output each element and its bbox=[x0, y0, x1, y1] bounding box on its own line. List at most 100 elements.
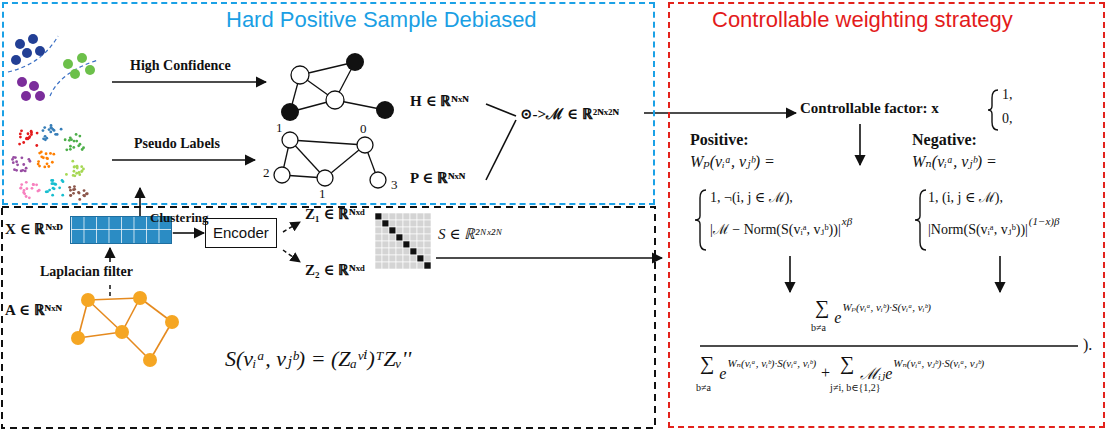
tsne-plot bbox=[11, 124, 89, 201]
similarity-matrix bbox=[382, 220, 389, 227]
formula-brace bbox=[915, 190, 926, 250]
pseudo-label-graph bbox=[274, 167, 290, 183]
tsne-plot bbox=[73, 140, 76, 143]
pseudo-label-graph bbox=[290, 140, 365, 145]
matrix-label: H ∈ ℝᴺˣᴺ bbox=[410, 93, 469, 110]
tsne-plot bbox=[77, 144, 80, 147]
tsne-plot bbox=[78, 171, 81, 174]
dashed-arrow bbox=[283, 222, 300, 232]
similarity-matrix bbox=[424, 234, 431, 241]
tsne-plot bbox=[75, 140, 78, 143]
tsne-plot bbox=[42, 137, 45, 140]
tsne-plot bbox=[35, 183, 38, 186]
formula-heading: Negative: bbox=[912, 131, 977, 149]
cluster-icon bbox=[29, 81, 39, 91]
tsne-plot bbox=[38, 165, 41, 168]
similarity-matrix bbox=[396, 234, 403, 241]
tsne-plot bbox=[82, 194, 85, 197]
tsne-plot bbox=[27, 132, 30, 135]
similarity-matrix bbox=[403, 262, 410, 269]
formula-exponent: xβ bbox=[842, 215, 852, 228]
similarity-matrix bbox=[382, 213, 389, 220]
tsne-plot bbox=[38, 152, 41, 155]
adjacency-graph bbox=[143, 353, 157, 367]
tsne-plot bbox=[35, 144, 38, 147]
tsne-plot bbox=[77, 191, 80, 194]
tsne-plot bbox=[45, 152, 48, 155]
tsne-plot bbox=[80, 165, 83, 168]
similarity-matrix bbox=[410, 234, 417, 241]
formula: + bbox=[821, 364, 830, 382]
similarity-matrix bbox=[389, 255, 396, 262]
tsne-plot bbox=[45, 137, 48, 140]
confidence-graph bbox=[281, 103, 299, 121]
tsne-plot bbox=[47, 165, 50, 168]
encoder-box: Encoder bbox=[205, 218, 277, 248]
similarity-matrix bbox=[375, 220, 382, 227]
cluster-icon bbox=[35, 91, 45, 101]
flow-arrow bbox=[789, 256, 791, 292]
tsne-plot bbox=[69, 148, 72, 151]
tsne-plot bbox=[54, 183, 57, 186]
cluster-icon bbox=[21, 91, 31, 101]
tsne-plot bbox=[61, 194, 64, 197]
flow-arrow bbox=[644, 112, 796, 114]
node-number: 0 bbox=[360, 122, 367, 137]
similarity-matrix bbox=[424, 241, 431, 248]
tsne-plot bbox=[25, 137, 28, 140]
similarity-matrix bbox=[389, 234, 396, 241]
tsne-plot bbox=[25, 195, 28, 198]
cluster-icon bbox=[15, 39, 25, 49]
adjacency-graph bbox=[133, 291, 147, 305]
formula: Wₚ(vᵢᵃ, vⱼᵇ) = bbox=[690, 153, 775, 171]
tsne-plot bbox=[43, 165, 46, 168]
cluster-icon bbox=[8, 34, 98, 101]
sum-symbol: ∑ bbox=[815, 296, 829, 319]
cluster-icon bbox=[50, 60, 98, 96]
confidence-graph bbox=[290, 62, 385, 112]
tsne-plot bbox=[76, 165, 79, 168]
tsne-plot bbox=[73, 166, 76, 169]
formula-exponent: Wₙ(vᵢᵃ, vⱼᵇ)·S(vᵢᵃ, vⱼᵇ) bbox=[893, 357, 984, 370]
flow-arrow bbox=[112, 159, 255, 161]
similarity-matrix bbox=[389, 241, 396, 248]
formula-case: 1, (i, j ∈ ℳ), bbox=[928, 190, 1003, 206]
similarity-matrix bbox=[375, 227, 382, 234]
node-text: X ∈ ℝᴺˣᴰ bbox=[5, 221, 63, 238]
arrow-label: Pseudo Labels bbox=[134, 136, 220, 152]
similarity-matrix bbox=[389, 220, 396, 227]
tsne-plot bbox=[86, 192, 89, 195]
tsne-plot bbox=[19, 133, 22, 136]
similarity-matrix bbox=[410, 213, 417, 220]
similarity-matrix bbox=[375, 262, 382, 269]
flow-arrow bbox=[486, 120, 516, 180]
tsne-plot bbox=[54, 133, 57, 136]
dashed-arrow bbox=[283, 250, 300, 262]
tsne-plot bbox=[49, 131, 52, 134]
formula: S(vᵢᵃ, vⱼᵇ) = (Zₐᵛⁱ)ᵀZᵥ'' bbox=[225, 346, 411, 371]
factor-label: Controllable factor: x bbox=[800, 100, 939, 117]
cluster-icon bbox=[22, 48, 32, 58]
tsne-plot bbox=[19, 187, 22, 190]
tsne-plot bbox=[30, 133, 33, 136]
sum-index: b≠a bbox=[696, 382, 711, 394]
tsne-plot bbox=[24, 170, 27, 173]
tsne-plot bbox=[64, 138, 67, 141]
tsne-plot bbox=[20, 156, 23, 159]
similarity-matrix bbox=[417, 213, 424, 220]
factor-value: 0, bbox=[1002, 111, 1013, 127]
tsne-plot bbox=[83, 189, 86, 192]
tsne-plot bbox=[49, 152, 52, 155]
similarity-matrix bbox=[403, 213, 410, 220]
similarity-matrix bbox=[424, 248, 431, 255]
adjacency-graph bbox=[78, 298, 172, 360]
similarity-matrix bbox=[375, 213, 382, 220]
factor-value: 1, bbox=[1002, 87, 1013, 103]
similarity-matrix bbox=[375, 234, 382, 241]
similarity-matrix bbox=[382, 234, 389, 241]
formula: e bbox=[719, 365, 726, 383]
tsne-plot bbox=[69, 145, 72, 148]
similarity-matrix bbox=[417, 234, 424, 241]
tsne-plot bbox=[22, 141, 25, 144]
matrix-label: S ∈ ℝ²ᴺˣ²ᴺ bbox=[438, 226, 502, 243]
